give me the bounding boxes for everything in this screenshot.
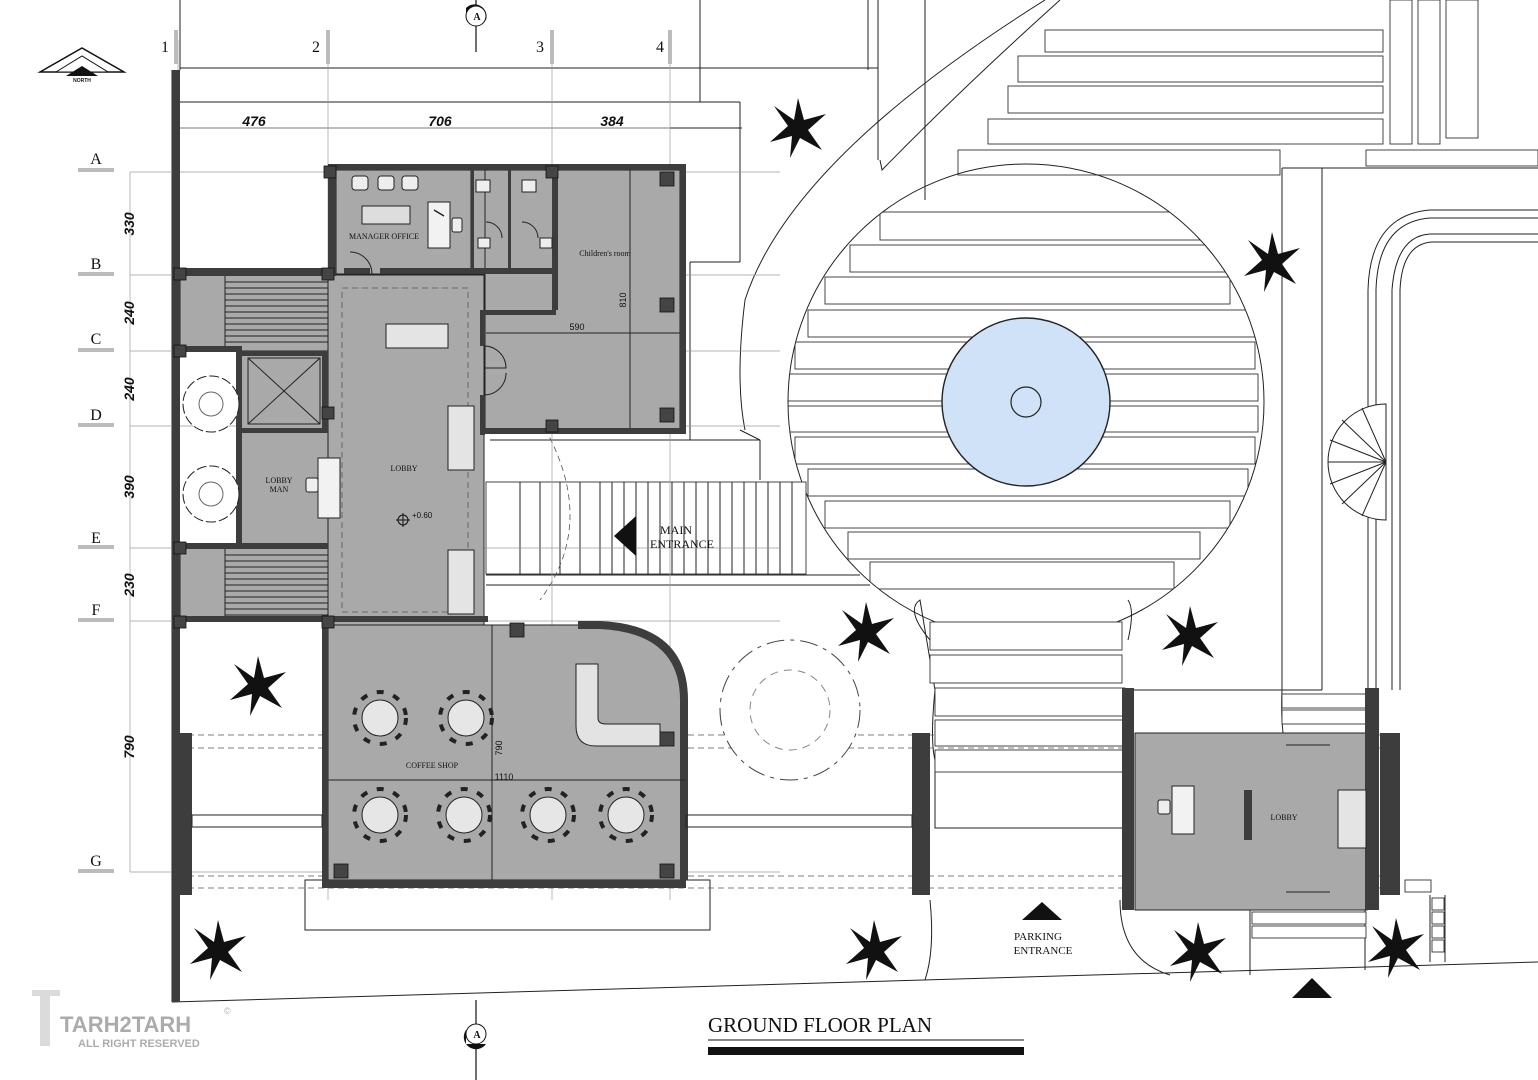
main-entrance-steps — [485, 419, 807, 601]
palm-tree-icon — [770, 98, 826, 158]
round-table-icon — [352, 690, 408, 746]
row-label: B — [91, 256, 102, 273]
palm-tree-icon — [1170, 922, 1226, 982]
inner-dimensions: 590 810 790 1110 — [494, 292, 628, 782]
round-table-icon — [352, 787, 408, 843]
entrance-arrow-icon — [614, 516, 636, 556]
section-marker-icon: A — [463, 1000, 487, 1080]
north-label: NORTH — [73, 78, 91, 84]
lobby-2-label: LOBBY — [1270, 813, 1297, 822]
svg-text:810: 810 — [618, 292, 628, 307]
lobby-label: LOBBY — [390, 464, 417, 473]
watermark-brand: TARH2TARH — [60, 1012, 191, 1037]
row-label: E — [91, 530, 101, 547]
manager-office-label: MANAGER OFFICE — [349, 232, 419, 241]
row-label: G — [90, 853, 102, 870]
svg-text:706: 706 — [428, 113, 452, 129]
bush-icon — [719, 639, 861, 781]
level-marker: +0.60 — [396, 511, 433, 527]
palm-trees — [190, 98, 1424, 982]
section-marker-icon: A — [465, 0, 487, 52]
svg-text:PARKING: PARKING — [1014, 931, 1062, 943]
coffee-tables — [352, 690, 654, 843]
round-table-icon — [520, 787, 576, 843]
room-labels: MANAGER OFFICE Children's room LOBBY LOB… — [265, 232, 1297, 822]
svg-text:MAIN: MAIN — [660, 523, 692, 537]
chair-icon — [351, 175, 419, 191]
palm-tree-icon — [846, 920, 902, 980]
sofa-icon — [385, 323, 1367, 849]
palm-tree-icon — [838, 602, 894, 662]
svg-text:476: 476 — [241, 113, 266, 129]
lobby-man-label: MAN — [270, 485, 289, 494]
svg-text:240: 240 — [121, 377, 137, 402]
palm-tree-icon — [230, 656, 286, 716]
svg-text:384: 384 — [600, 113, 624, 129]
svg-text:1110: 1110 — [495, 772, 514, 782]
watermark-rights: ALL RIGHT RESERVED — [78, 1038, 200, 1050]
row-label: A — [90, 151, 102, 168]
parking-entrance: PARKING ENTRANCE — [1014, 902, 1332, 998]
terrace-steps-bottom — [929, 621, 1445, 953]
svg-text:790: 790 — [121, 735, 137, 759]
svg-text:240: 240 — [121, 301, 137, 326]
round-table-icon — [438, 690, 494, 746]
row-dimensions: 330 240 240 390 230 790 — [121, 212, 137, 759]
svg-text:330: 330 — [121, 212, 137, 236]
plan-title: GROUND FLOOR PLAN — [708, 1013, 1024, 1055]
column-dimensions: 476 706 384 — [241, 113, 624, 129]
column-label: 3 — [536, 39, 544, 56]
row-label: F — [92, 602, 101, 619]
palm-tree-icon — [1162, 606, 1218, 666]
walls — [172, 70, 1400, 1002]
row-label: D — [90, 407, 102, 424]
lobby-man-label: LOBBY — [265, 476, 292, 485]
main-entrance: MAIN ENTRANCE — [614, 516, 714, 556]
column-label: 4 — [656, 39, 664, 56]
svg-text:A: A — [473, 12, 481, 23]
palm-tree-icon — [1368, 918, 1424, 978]
desk-icon — [427, 201, 463, 249]
svg-text:ENTRANCE: ENTRANCE — [1014, 945, 1073, 957]
column-label: 1 — [161, 39, 169, 56]
bush-icon — [182, 375, 240, 433]
row-label: C — [91, 331, 102, 348]
palm-tree-icon — [1244, 232, 1300, 292]
column-label: 2 — [312, 39, 320, 56]
round-table-icon — [436, 787, 492, 843]
bush-icon — [182, 465, 240, 523]
childrens-room-label: Children's room — [579, 249, 631, 258]
furniture — [305, 175, 1367, 893]
svg-text:©: © — [224, 1006, 231, 1016]
floor-level: +0.60 — [412, 511, 433, 520]
svg-text:590: 590 — [569, 322, 584, 332]
entrance-arrow-icon — [1292, 978, 1332, 998]
page-title: GROUND FLOOR PLAN — [708, 1013, 932, 1037]
round-table-icon — [598, 787, 654, 843]
svg-text:230: 230 — [121, 573, 137, 598]
column-labels: 1 2 3 4 — [161, 30, 672, 64]
spiral-stair — [1327, 403, 1387, 521]
terrace-steps-top — [957, 0, 1538, 176]
svg-text:790: 790 — [494, 740, 504, 755]
circular-plaza — [787, 163, 1265, 641]
fountain — [941, 317, 1111, 487]
watermark: TARH2TARH © ALL RIGHT RESERVED — [32, 990, 231, 1050]
coffee-shop-label: COFFEE SHOP — [406, 761, 459, 770]
entrance-arrow-icon — [1022, 902, 1062, 920]
svg-text:ENTRANCE: ENTRANCE — [650, 537, 714, 551]
row-labels: A B C D E F G — [78, 151, 114, 873]
stair-top — [179, 274, 329, 352]
childrens-room — [484, 169, 681, 431]
coffee-counter — [575, 663, 661, 747]
pillars — [173, 165, 675, 879]
svg-text:A: A — [473, 1030, 481, 1041]
palm-tree-icon — [190, 920, 246, 980]
svg-text:390: 390 — [121, 475, 137, 499]
north-arrow-icon: NORTH — [37, 47, 127, 84]
